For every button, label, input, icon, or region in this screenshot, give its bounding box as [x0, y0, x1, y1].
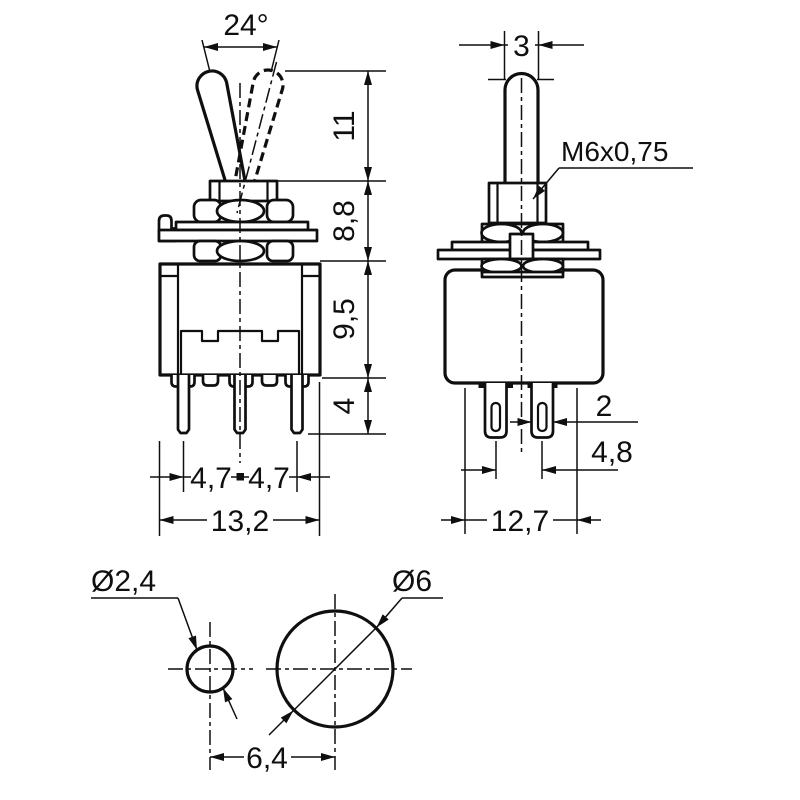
dim-label-pin-thickness: 2	[596, 390, 613, 423]
pin-hole-right	[536, 401, 548, 433]
hex-nut-lower	[192, 239, 295, 263]
flat-pins-side	[483, 383, 555, 439]
dim-label-pitch-left: 4,7	[190, 462, 232, 495]
mounting-hole-view: Ø2,4 Ø6 6,4	[91, 565, 443, 775]
centerline-lever-dashed	[236, 61, 278, 214]
switch-body-side	[443, 268, 605, 385]
thread-callout: M6x0,75	[529, 136, 693, 202]
dim-pin-row-pitch: 4,8	[461, 436, 633, 479]
lock-washer	[157, 214, 319, 243]
label-hole-small: Ø2,4	[91, 565, 156, 598]
hex-nut-lower-side	[480, 257, 565, 279]
pin-hole-left	[490, 401, 502, 433]
dim-body-depth: 12,7	[441, 388, 601, 538]
pitch-separator-square	[236, 473, 244, 481]
dim-hole-pitch: 6,4	[210, 742, 335, 775]
dim-body-width: 13,2	[158, 382, 321, 538]
dim-label-pin-length: 4	[328, 398, 361, 415]
dim-label-pitch-right: 4,7	[248, 462, 290, 495]
dim-label-angle: 24°	[223, 9, 268, 42]
solder-pins-front	[176, 375, 304, 435]
front-view-dimensions: 24° 11 8,8 9,5 4	[150, 9, 386, 538]
dim-pin-thickness: 2	[510, 390, 638, 426]
washer-plate-lower	[157, 228, 319, 243]
side-view-dimensions: 3 M6x0,75 2 4,8	[441, 29, 693, 538]
label-hole-large: Ø6	[392, 565, 432, 598]
dim-label-bushing-height: 8,8	[328, 200, 361, 242]
dim-vertical-chain: 11 8,8 9,5 4	[278, 70, 386, 435]
dim-label-body-width: 13,2	[211, 505, 269, 538]
lever-side	[503, 71, 540, 183]
dim-label-body-height: 9,5	[328, 298, 361, 340]
front-view	[157, 61, 322, 463]
lever-solid	[195, 69, 249, 195]
dim-lever-width: 3	[459, 29, 584, 80]
dim-label-hole-pitch: 6,4	[246, 742, 288, 775]
dim-label-pin-row-pitch: 4,8	[591, 436, 633, 469]
dim-label-body-depth: 12,7	[491, 505, 549, 538]
dim-label-lever-height: 11	[328, 110, 361, 141]
thread-label: M6x0,75	[561, 136, 668, 167]
dim-pin-pitch-front: 4,7 4,7	[150, 441, 330, 495]
callout-hole-small: Ø2,4	[91, 565, 238, 720]
dim-lever-angle: 24°	[201, 9, 280, 73]
callout-hole-large: Ø6	[268, 565, 443, 736]
hex-nut-upper	[192, 198, 295, 224]
dim-label-lever-width: 3	[513, 30, 530, 63]
side-view	[436, 71, 605, 456]
